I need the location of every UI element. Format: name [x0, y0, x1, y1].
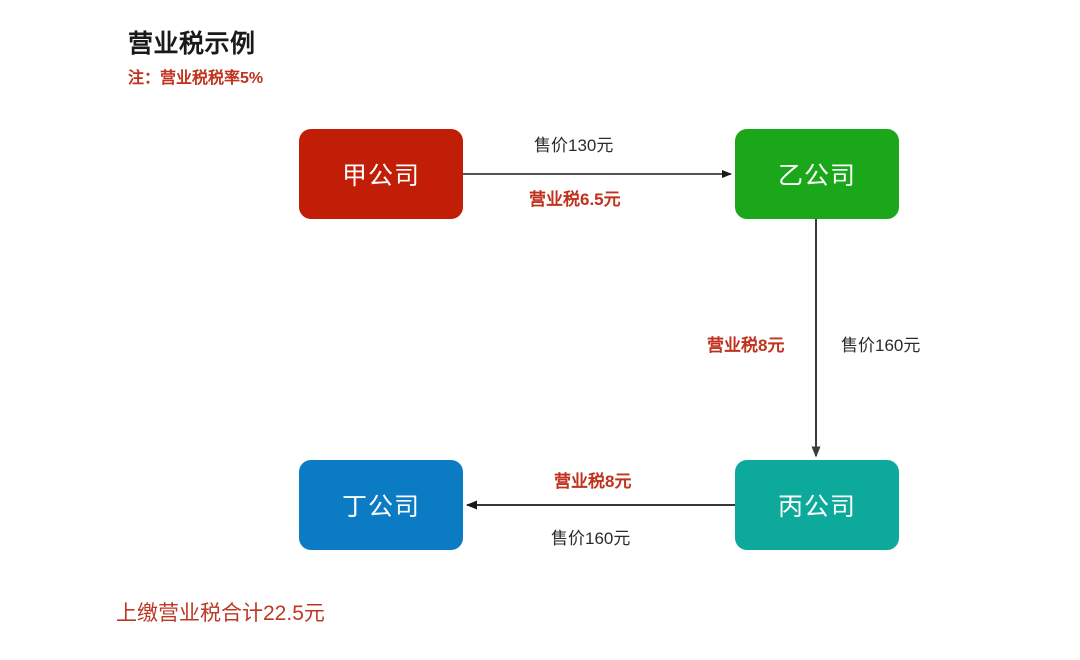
edge-label-bing-ding-price: 售价160元: [551, 529, 631, 548]
node-label: 乙公司: [777, 162, 856, 190]
total-tax-summary: 上缴营业税合计22.5元: [116, 602, 325, 625]
edge-label-jia-yi-tax: 营业税6.5元: [529, 190, 621, 209]
edge-label-jia-yi-price: 售价130元: [534, 136, 614, 155]
node-label: 丁公司: [341, 493, 420, 521]
page-title: 营业税示例: [128, 30, 256, 58]
node-yi-company[interactable]: 乙公司: [735, 129, 899, 219]
edge-label-bing-ding-tax: 营业税8元: [554, 472, 632, 491]
edge-label-yi-bing-tax: 营业税8元: [707, 336, 785, 355]
edge-label-yi-bing-price: 售价160元: [841, 336, 921, 355]
tax-rate-note: 注：营业税税率5%: [128, 70, 264, 87]
node-jia-company[interactable]: 甲公司: [299, 129, 463, 219]
node-bing-company[interactable]: 丙公司: [735, 460, 899, 550]
node-label: 甲公司: [341, 162, 420, 190]
node-label: 丙公司: [777, 493, 856, 521]
node-ding-company[interactable]: 丁公司: [299, 460, 463, 550]
